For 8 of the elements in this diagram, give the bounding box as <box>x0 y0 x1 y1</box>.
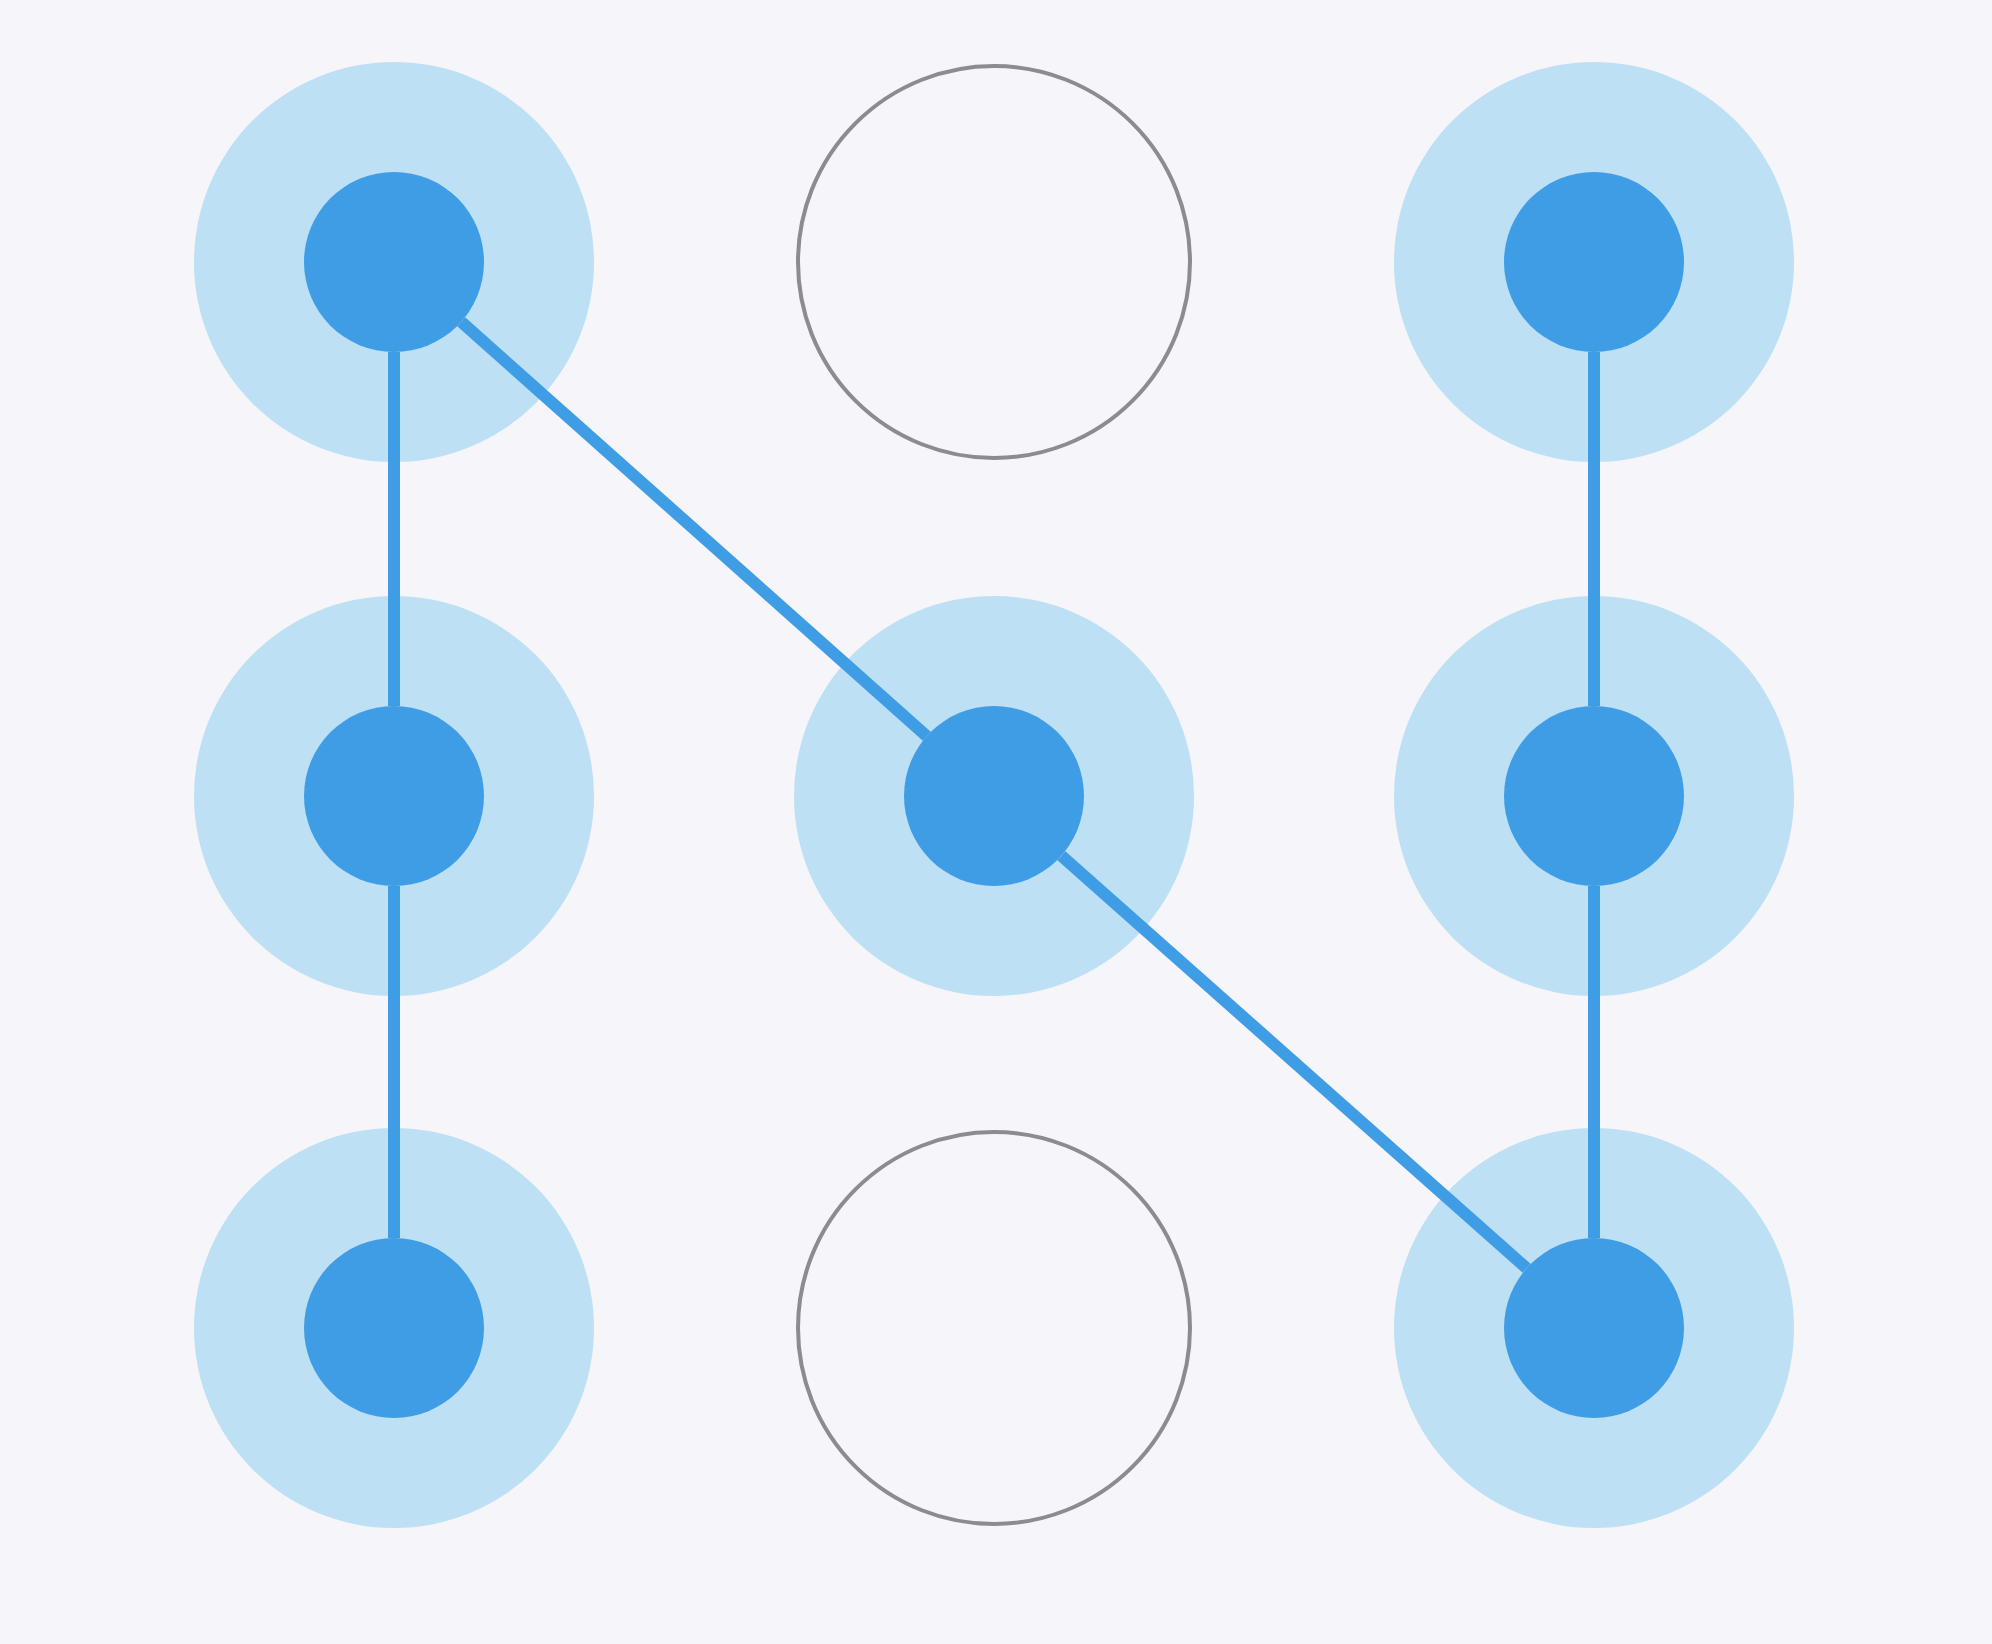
connector-line <box>388 352 400 706</box>
empty-pattern-circle <box>796 64 1192 460</box>
connector-line <box>1588 352 1600 706</box>
empty-pattern-circle <box>796 1130 1192 1526</box>
connector-line <box>388 886 400 1238</box>
connector-line <box>1588 886 1600 1238</box>
connector-line <box>1057 851 1531 1273</box>
connector-line <box>457 317 931 741</box>
